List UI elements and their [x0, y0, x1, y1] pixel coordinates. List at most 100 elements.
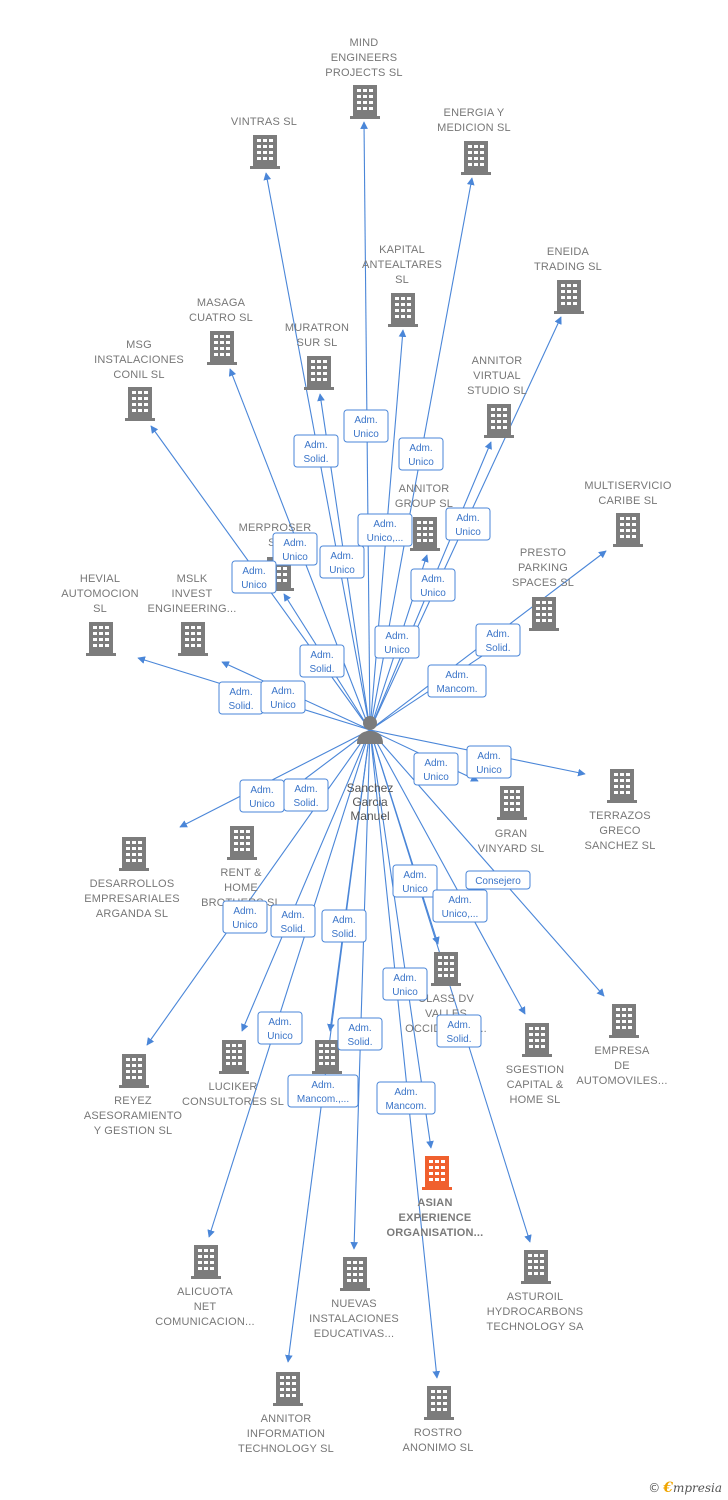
role-badge-r3[interactable]: Adm.Unico — [398, 437, 444, 471]
role-text: Adm. — [281, 910, 304, 921]
role-badge-r29[interactable]: Adm.Solid. — [337, 1017, 383, 1051]
company-label: REYEZ — [114, 1095, 152, 1107]
role-badge-r12[interactable]: Adm.Solid. — [475, 623, 521, 657]
role-badge-box — [445, 507, 491, 541]
company-label: ORGANISATION... — [387, 1227, 484, 1239]
role-badge-r13[interactable]: Adm.Mancom. — [427, 664, 487, 698]
company-label: AUTOMOVILES... — [576, 1075, 667, 1087]
role-badge-box — [272, 532, 318, 566]
building-icon — [119, 837, 149, 871]
role-badge-r27[interactable]: Adm.Solid. — [436, 1014, 482, 1048]
role-badge-r7[interactable]: Adm.Unico — [319, 545, 365, 579]
role-badge-r23[interactable]: Adm.Unico — [222, 900, 268, 934]
role-badge-r19[interactable]: Adm.Solid. — [283, 778, 329, 812]
role-badge-box — [270, 904, 316, 938]
role-badge-r14[interactable]: Adm. Solid. — [218, 681, 264, 715]
role-badge-box — [357, 513, 413, 547]
role-text: Adm. — [283, 538, 306, 549]
role-text: Adm. — [421, 574, 444, 585]
role-text: Solid. — [303, 454, 328, 465]
role-badge-r17[interactable]: Adm.Unico — [466, 745, 512, 779]
company-node-mslk[interactable]: MSLKINVESTENGINEERING... — [148, 573, 237, 656]
role-badge-r24[interactable]: Adm.Solid. — [270, 904, 316, 938]
role-badge-r1[interactable]: Adm.Solid. — [293, 434, 339, 468]
role-badge-r16[interactable]: Adm.Unico — [413, 752, 459, 786]
role-badge-r30[interactable]: Adm.Mancom.,... — [287, 1074, 359, 1108]
role-badge-r15[interactable]: Adm.Unico — [260, 680, 306, 714]
role-badge-r18[interactable]: Adm.Unico — [239, 779, 285, 813]
role-text: Adm. — [229, 687, 252, 698]
role-badge-r2[interactable]: Adm.Unico — [343, 409, 389, 443]
role-badge-r11[interactable]: Adm.Unico — [374, 625, 420, 659]
company-label: MURATRON — [285, 322, 349, 334]
role-badge-r31[interactable]: Adm.Mancom. — [376, 1081, 436, 1115]
company-node-vintras[interactable]: VINTRAS SL — [231, 116, 297, 169]
role-badge-r6[interactable]: Adm.Unico — [445, 507, 491, 541]
company-node-empresa[interactable]: EMPRESADEAUTOMOVILES... — [576, 1004, 667, 1087]
company-node-nuevas[interactable]: NUEVASINSTALACIONESEDUCATIVAS... — [309, 1257, 399, 1340]
role-badge-r5[interactable]: Adm.Unico,... — [357, 513, 413, 547]
role-badge-r20[interactable]: Adm.Unico — [392, 864, 438, 898]
role-text: Adm. — [271, 686, 294, 697]
role-badge-box — [410, 568, 456, 602]
role-text: Solid. — [228, 701, 253, 712]
role-text: Unico — [282, 552, 308, 563]
empresia-brand[interactable]: ©€mpresia — [648, 1480, 722, 1496]
role-text: Adm. — [403, 870, 426, 881]
role-text: Mancom.,... — [297, 1094, 349, 1105]
company-label: EXPERIENCE — [399, 1212, 472, 1224]
company-label: HYDROCARBONS — [487, 1306, 584, 1318]
role-badge-r4[interactable]: Adm. Unico — [272, 532, 318, 566]
company-label: EMPRESARIALES — [84, 893, 180, 905]
role-badge-r28[interactable]: Adm. Unico — [257, 1011, 303, 1045]
building-icon — [119, 1054, 149, 1088]
company-node-alicuota[interactable]: ALICUOTANETCOMUNICACION... — [155, 1245, 255, 1328]
role-text: Unico — [267, 1031, 293, 1042]
role-text: Solid. — [485, 643, 510, 654]
company-node-asian[interactable]: ASIANEXPERIENCEORGANISATION... — [387, 1156, 484, 1239]
edge-desarrollos — [179, 729, 371, 828]
role-badge-r9[interactable]: Adm.Unico — [410, 568, 456, 602]
role-badge-r22[interactable]: Adm.Unico,... — [432, 889, 488, 923]
company-label: CARIBE SL — [598, 495, 657, 507]
role-text: Adm. — [268, 1017, 291, 1028]
role-badge-box — [413, 752, 459, 786]
role-badge-r10[interactable]: Adm.Solid. — [299, 644, 345, 678]
company-label: PROJECTS SL — [325, 67, 402, 79]
company-label: PRESTO — [520, 547, 566, 559]
role-badge-r26[interactable]: Adm.Unico — [382, 967, 428, 1001]
role-badge-r21[interactable]: Consejero — [465, 870, 531, 890]
building-icon — [273, 1372, 303, 1406]
company-label: CUATRO SL — [189, 312, 253, 324]
role-badge-box — [374, 625, 420, 659]
company-node-rent[interactable]: RENT &HOMEBROTHERS SL — [201, 826, 281, 909]
role-text: Adm. — [310, 650, 333, 661]
role-badge-r8[interactable]: Adm.Unico — [231, 560, 277, 594]
role-badge-r25[interactable]: Adm.Solid. — [321, 909, 367, 943]
role-text: Unico — [423, 772, 449, 783]
role-badge-box — [299, 644, 345, 678]
